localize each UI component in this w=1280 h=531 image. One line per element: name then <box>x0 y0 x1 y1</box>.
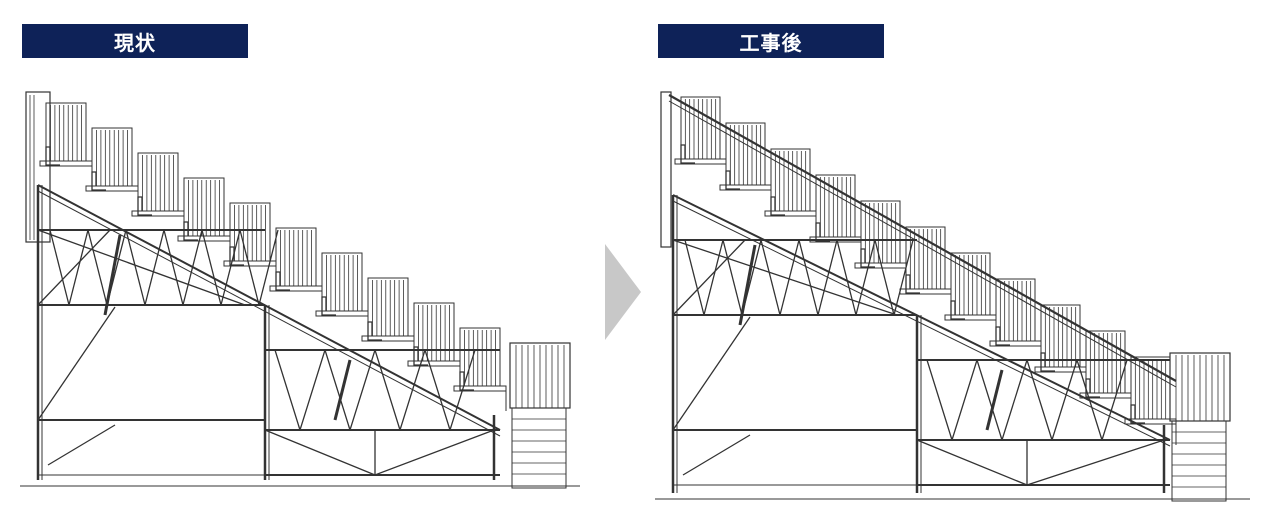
before-bleacher-drawing <box>20 91 580 489</box>
before-label: 現状 <box>22 24 248 58</box>
after-bleacher-drawing <box>655 91 1250 502</box>
transition-arrow-icon <box>605 244 641 340</box>
after-label: 工事後 <box>658 24 884 58</box>
